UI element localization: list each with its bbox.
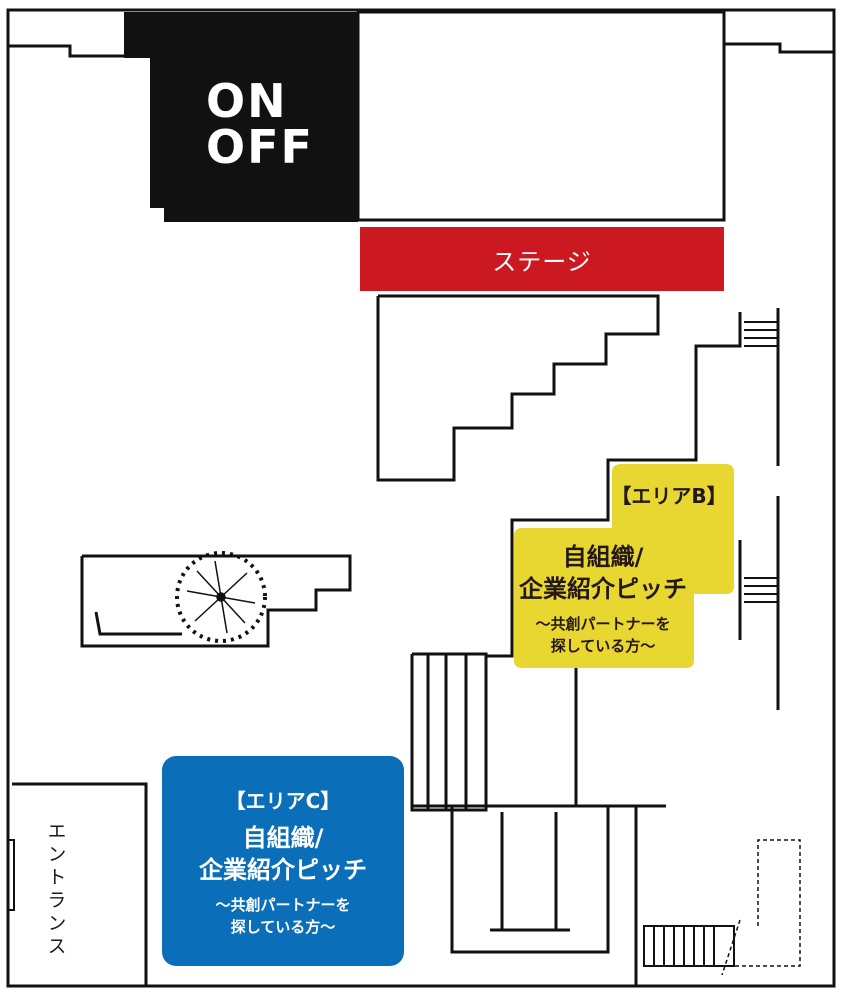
stage-backdrop [356,10,726,222]
area-c-heading: 【エリアC】 [225,788,341,813]
entrance-door [7,839,15,911]
stair-break [721,919,741,976]
ladder-mid [744,577,778,603]
onoff-logo-line1: ON [206,74,288,128]
area-b-title-2: 企業紹介ピッチ [519,575,687,603]
area-b-panel [514,464,734,668]
onoff-block [124,12,358,222]
area-c-title-1: 自組織/ [242,823,324,852]
area-c-sub-1: 〜共創パートナーを [215,895,351,914]
area-b-title-1: 自組織/ [562,543,644,571]
entrance-room [12,782,148,986]
area-c-sub-2: 探している方〜 [230,917,336,936]
area-b-sub-2: 探している方〜 [550,637,656,655]
planter-inner [94,611,182,636]
area-b-heading: 【エリアB】 [611,483,727,508]
entrance-label: エントランス [44,821,67,959]
onoff-logo-line2: OFF [206,120,314,174]
tree-icon [175,551,267,643]
seating-steps-right [510,312,742,650]
area-c-title-2: 企業紹介ピッチ [199,855,367,884]
outer-wall [6,8,836,988]
area-b-sub-1: 〜共創パートナーを [535,615,671,633]
area-b-text: 自組織/ 企業紹介ピッチ 〜共創パートナーを 探している方〜 [514,530,692,668]
area-c-text: 【エリアC】 自組織/ 企業紹介ピッチ 〜共創パートナーを 探している方〜 [164,758,402,964]
ladder-top [744,321,778,347]
area-c-panel [162,756,404,966]
center-columns [410,652,488,812]
lower-frame [450,806,610,954]
dashed-area [730,839,801,967]
center-connector [486,650,514,658]
wall-ledge-left [8,44,124,58]
stairs-bottom [643,925,735,967]
stage-bar [360,227,724,291]
stage-label: ステージ [492,247,592,276]
wall-ledge-right [724,42,834,54]
seating-steps-upper [376,294,660,482]
planter-left [80,554,352,648]
onoff-logo: ON OFF [206,78,314,170]
